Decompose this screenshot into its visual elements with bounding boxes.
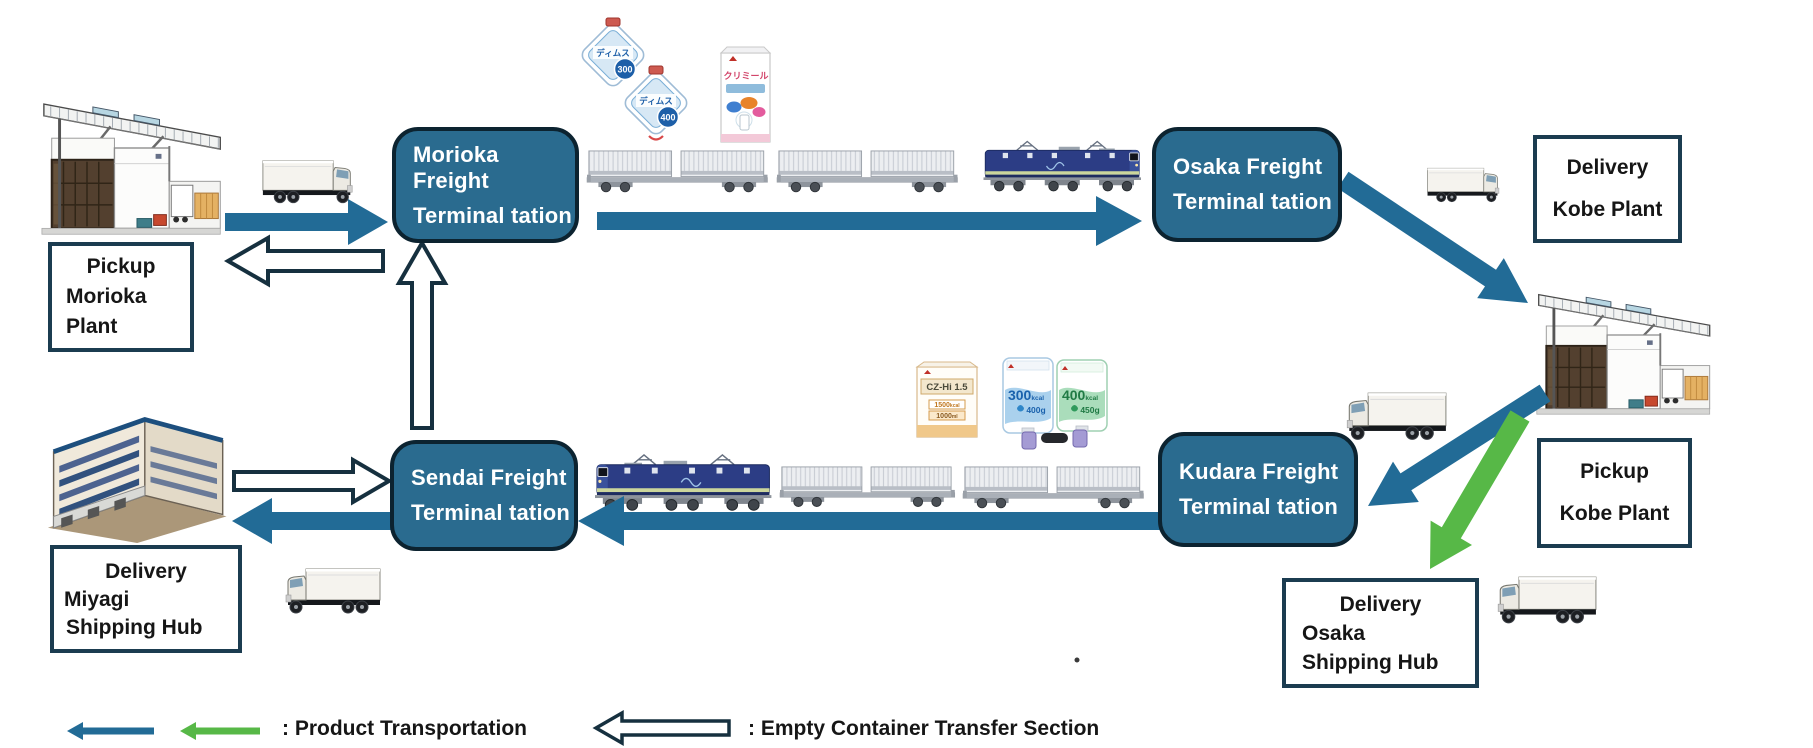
product-name: ディムス — [639, 96, 672, 106]
product-grams-label: 450g — [1080, 405, 1099, 415]
empty-arrow-morioka-terminal-to-pickup — [223, 234, 385, 288]
terminal-label-line2: Terminal tation — [1173, 189, 1333, 214]
location-label-line1: Delivery — [1566, 156, 1649, 179]
product-kcal-badge: 400 — [660, 113, 675, 123]
node-delivery-miyagi-shipping-hub: Delivery Miyagi Shipping Hub — [50, 545, 242, 653]
product-name: ディムス — [596, 48, 629, 58]
product-pouch-green: 400kcal 450g — [1056, 359, 1108, 432]
product-ml-label: 1000ml — [936, 413, 958, 420]
product-dims-pouch-300: ディムス 300 — [581, 17, 645, 87]
location-label-line2: Morioka — [66, 285, 147, 308]
terminal-label-line1: Kudara Freight — [1179, 459, 1339, 484]
freight-train-westbound — [594, 454, 1144, 512]
product-kcal-label: 300kcal — [1008, 387, 1044, 403]
arrow-pickup-morioka-to-terminal — [225, 199, 388, 245]
location-label-line3: Shipping Hub — [66, 615, 203, 639]
terminal-building-illustration-morioka — [40, 96, 222, 236]
node-morioka-freight-terminal: Morioka Freight Terminal tation — [392, 127, 579, 243]
product-kcal-badge: 300 — [617, 65, 632, 75]
legend-empty-container-label: : Empty Container Transfer Section — [748, 717, 1100, 740]
stray-dot — [1074, 657, 1080, 663]
terminal-label-line1: Osaka Freight — [1173, 154, 1323, 179]
freight-train-eastbound — [586, 140, 1142, 193]
product-name: クリミール — [723, 71, 768, 81]
location-label-line2: Kobe Plant — [1552, 198, 1663, 221]
arrow-kobe-plant-to-kudara-terminal — [1368, 384, 1551, 506]
product-grams-label: 400g — [1026, 405, 1045, 415]
terminal-building-illustration-kobe — [1535, 287, 1712, 416]
legend-blue-arrow-icon — [67, 722, 154, 740]
location-label-line1: Pickup — [86, 255, 156, 278]
terminal-label-line2: Terminal tation — [1179, 494, 1339, 519]
empty-arrow-sendai-to-morioka — [395, 238, 449, 430]
legend-product-transportation-label: : Product Transportation — [282, 717, 528, 740]
truck-icon-osaka-hub-delivery — [1497, 576, 1597, 624]
location-label-line1: Pickup — [1580, 460, 1649, 483]
locomotive-icon — [982, 140, 1142, 192]
location-label-line2: Miyagi — [64, 587, 130, 611]
product-czhi-carton: CZ-Hi 1.5 1500kcal 1000ml — [915, 361, 979, 438]
pouch-cap — [1021, 431, 1037, 450]
truck-icon-kobe-pickup — [1346, 392, 1447, 440]
node-delivery-kobe-plant: Delivery Kobe Plant — [1533, 135, 1682, 243]
arrow-kudara-to-sendai-rail — [578, 496, 1160, 546]
container-flatcar-icon — [962, 466, 1144, 509]
location-label-line1: Delivery — [1339, 592, 1422, 616]
product-kcal-label: 400kcal — [1062, 387, 1098, 403]
location-label-line3: Plant — [66, 315, 118, 338]
container-flatcar-icon — [779, 466, 956, 507]
arrow-kobe-plant-to-osaka-hub-green — [1430, 410, 1530, 569]
container-flatcar-icon — [586, 150, 768, 193]
location-label-line2: Kobe Plant — [1559, 502, 1670, 525]
location-label-line2: Osaka — [1302, 621, 1366, 645]
arrow-morioka-to-osaka-rail — [597, 196, 1142, 246]
pouch-cap — [1072, 429, 1088, 448]
product-badge-pill — [1041, 433, 1068, 443]
product-pouch-blue: 300kcal 400g — [1002, 357, 1054, 434]
empty-arrow-miyagi-hub-to-sendai — [232, 456, 393, 506]
product-kcal-label: 1500kcal — [934, 402, 960, 409]
terminal-label-line1: Sendai Freight — [411, 465, 567, 490]
product-name: CZ-Hi 1.5 — [926, 382, 968, 393]
truck-icon-morioka-pickup — [262, 160, 353, 204]
legend-green-arrow-icon — [180, 722, 260, 740]
truck-icon-kobe-delivery — [1427, 167, 1500, 203]
product-dims-pouch-400: ディムス 400 — [624, 65, 688, 141]
location-label-line3: Shipping Hub — [1302, 650, 1439, 674]
arrow-sendai-to-miyagi-hub — [232, 498, 420, 544]
node-kudara-freight-terminal: Kudara Freight Terminal tation — [1158, 432, 1358, 547]
warehouse-building-illustration-miyagi — [48, 420, 227, 544]
node-pickup-morioka-plant: Pickup Morioka Plant — [48, 242, 194, 352]
arrow-osaka-terminal-to-kobe-plant — [1337, 171, 1528, 303]
container-flatcar-icon — [776, 150, 958, 193]
legend-empty-arrow-icon — [592, 709, 731, 747]
node-delivery-osaka-shipping-hub: Delivery Osaka Shipping Hub — [1282, 578, 1479, 688]
terminal-label-line2: Terminal tation — [411, 500, 571, 525]
node-osaka-freight-terminal: Osaka Freight Terminal tation — [1152, 127, 1342, 242]
truck-icon-miyagi-delivery — [285, 568, 381, 614]
location-label-line1: Delivery — [105, 559, 187, 583]
product-crimeal-carton: クリミール — [719, 46, 772, 143]
terminal-label-line2: Terminal tation — [413, 202, 573, 228]
node-pickup-kobe-plant: Pickup Kobe Plant — [1537, 438, 1692, 548]
node-sendai-freight-terminal: Sendai Freight Terminal tation — [390, 440, 578, 551]
terminal-label-line1: Morioka Freight — [413, 141, 499, 193]
